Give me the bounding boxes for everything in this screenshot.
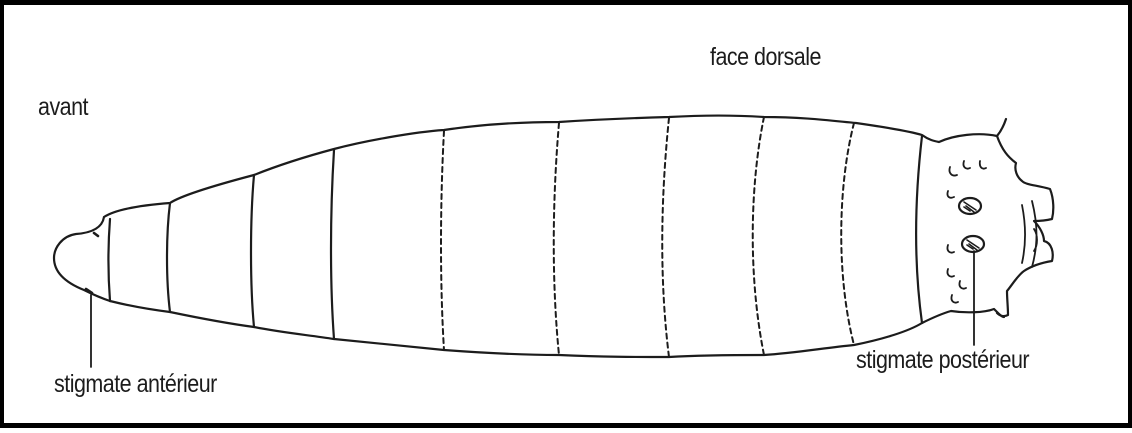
spiracle-slits	[964, 202, 979, 250]
segment-boundary-dashed	[441, 117, 854, 357]
label-dorsal-side: face dorsale	[710, 45, 821, 70]
label-posterior-spiracle: stigmate postérieur	[856, 348, 1029, 373]
label-anterior-spiracle: stigmate antérieur	[54, 372, 217, 397]
posterior-inner-lines	[1022, 201, 1037, 267]
label-front: avant	[38, 95, 88, 120]
segment-boundary-solid	[109, 136, 923, 339]
anterior-spiracle-mark	[86, 233, 98, 293]
caudal-papillae	[947, 161, 986, 303]
body-outline-top	[54, 116, 1006, 302]
